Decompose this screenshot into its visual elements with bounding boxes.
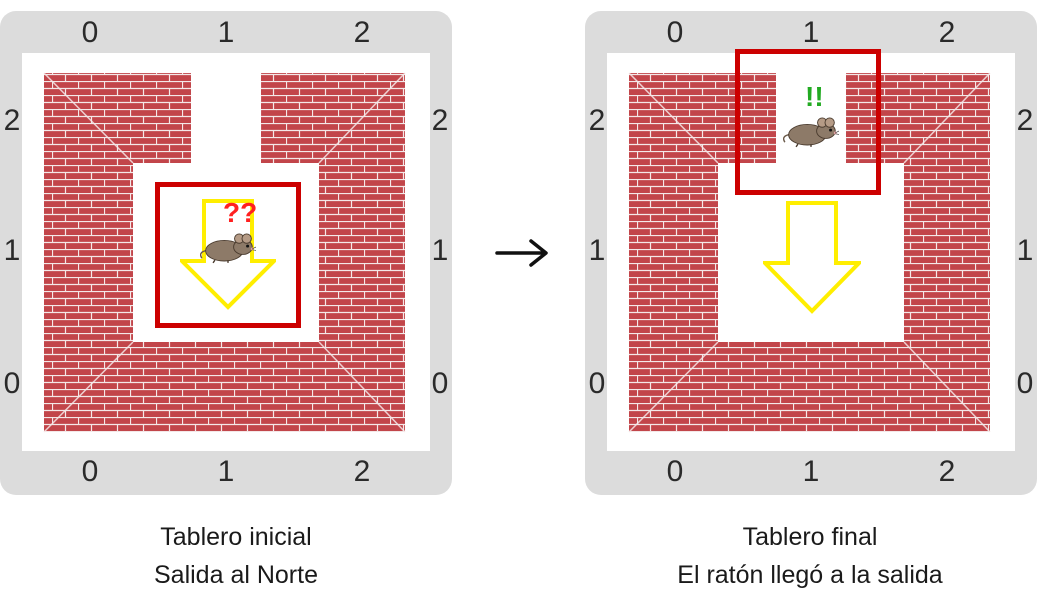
current-cell-highlight bbox=[735, 49, 881, 195]
caption-initial: Tablero inicial Salida al Norte bbox=[86, 518, 386, 594]
col-label-bottom-1: 1 bbox=[217, 455, 235, 488]
down-arrow-icon bbox=[180, 199, 276, 310]
caption-final-subtitle: El ratón llegó a la salida bbox=[677, 561, 943, 589]
col-label-top-2: 2 bbox=[353, 16, 371, 49]
exclamation-mark: !! bbox=[805, 81, 824, 112]
caption-final-title: Tablero final bbox=[742, 523, 878, 551]
board-initial: 0 1 2 0 1 2 2 1 0 2 1 0 ?? bbox=[0, 11, 452, 495]
col-label-bottom-1: 1 bbox=[802, 455, 820, 488]
row-label-left-1: 1 bbox=[3, 234, 21, 267]
row-label-left-0: 0 bbox=[3, 367, 21, 400]
row-label-right-0: 0 bbox=[1016, 367, 1034, 400]
row-label-left-2: 2 bbox=[588, 104, 606, 137]
row-label-right-1: 1 bbox=[431, 234, 449, 267]
row-label-right-2: 2 bbox=[1016, 104, 1034, 137]
col-label-bottom-0: 0 bbox=[666, 455, 684, 488]
col-label-top-0: 0 bbox=[666, 16, 684, 49]
caption-initial-subtitle: Salida al Norte bbox=[154, 561, 318, 589]
row-label-left-0: 0 bbox=[588, 367, 606, 400]
board-final: 0 1 2 0 1 2 2 1 0 2 1 0 !! bbox=[585, 11, 1037, 495]
brick-wall bbox=[43, 72, 406, 433]
caption-final: Tablero final El ratón llegó a la salida bbox=[620, 518, 1000, 594]
mouse-icon bbox=[200, 230, 256, 264]
col-label-top-1: 1 bbox=[217, 16, 235, 49]
current-cell-highlight bbox=[155, 182, 301, 328]
col-label-top-1: 1 bbox=[802, 16, 820, 49]
brick-wall bbox=[628, 72, 991, 433]
col-label-bottom-0: 0 bbox=[81, 455, 99, 488]
col-label-top-2: 2 bbox=[938, 16, 956, 49]
question-mark: ?? bbox=[223, 197, 258, 228]
col-label-top-0: 0 bbox=[81, 16, 99, 49]
row-label-left-2: 2 bbox=[3, 104, 21, 137]
down-arrow-icon bbox=[763, 201, 861, 314]
row-label-right-0: 0 bbox=[431, 367, 449, 400]
col-label-bottom-2: 2 bbox=[353, 455, 371, 488]
col-label-bottom-2: 2 bbox=[938, 455, 956, 488]
row-label-left-1: 1 bbox=[588, 234, 606, 267]
caption-initial-title: Tablero inicial bbox=[160, 523, 312, 551]
row-label-right-1: 1 bbox=[1016, 234, 1034, 267]
mouse-icon bbox=[783, 114, 839, 148]
right-arrow-icon bbox=[495, 239, 548, 267]
row-label-right-2: 2 bbox=[431, 104, 449, 137]
